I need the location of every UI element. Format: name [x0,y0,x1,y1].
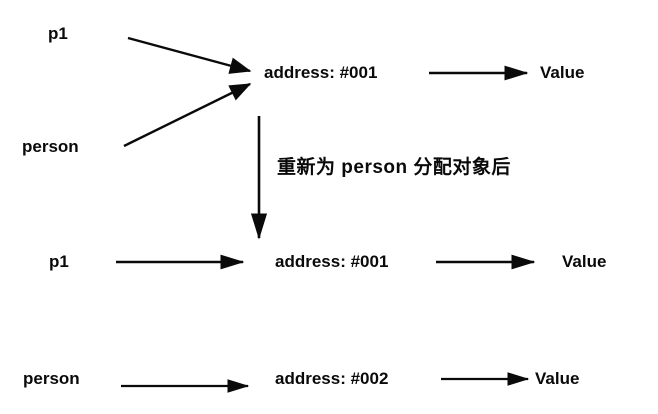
label-value-after-person: Value [535,369,580,388]
arrow-p1-to-address-001 [127,36,252,74]
label-value-after-p1: Value [562,252,607,271]
label-person-after: person [23,369,80,388]
arrow-person-to-address-001 [123,82,252,148]
label-transition-note: 重新为 person 分配对象后 [277,157,511,178]
label-value-initial: Value [540,63,585,82]
label-p1-initial: p1 [48,24,68,43]
label-p1-after: p1 [49,252,69,271]
label-address-001-after: address: #001 [275,252,389,271]
label-address-002-after: address: #002 [275,369,389,388]
label-person-initial: person [22,137,79,156]
label-address-001-initial: address: #001 [264,63,378,82]
